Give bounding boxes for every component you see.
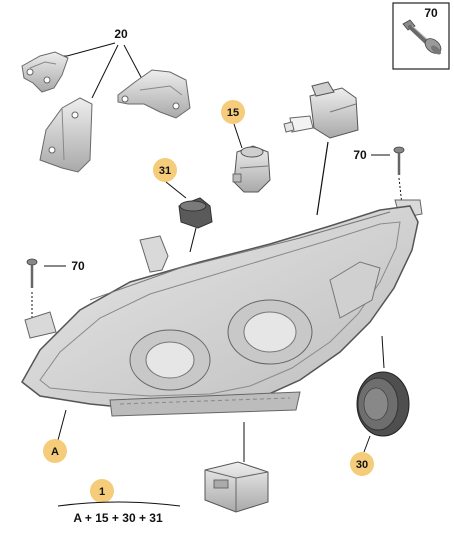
callout-bracket-pair: 20 xyxy=(114,27,128,41)
dash-70-right xyxy=(398,177,403,206)
callout-cap-small: 31 xyxy=(159,165,171,177)
bulb-icon xyxy=(283,81,359,139)
kit-formula: A + 15 + 30 + 31 xyxy=(73,511,163,525)
leader-lines-20 xyxy=(62,42,143,99)
kit-brace xyxy=(57,501,181,507)
callout-screw-left: 70 xyxy=(71,259,85,273)
callout-screw-box: 70 xyxy=(424,6,438,20)
bubble-A: A xyxy=(43,439,67,463)
leader-line-15 xyxy=(233,123,243,149)
screw-box: 70 xyxy=(392,2,450,70)
callout-bulb: 15 xyxy=(227,107,239,119)
bracket-icon xyxy=(117,69,191,119)
headlamp-icon xyxy=(21,199,423,417)
callout-cap-large: 30 xyxy=(356,459,368,471)
screw-icon xyxy=(402,19,442,55)
leader-line-bulb xyxy=(316,141,329,216)
callout-headlamp: A xyxy=(51,446,59,458)
cap-icon xyxy=(178,197,213,229)
bracket-icon xyxy=(21,51,69,93)
screw-icon xyxy=(393,146,405,175)
bubble-30: 30 xyxy=(350,452,374,476)
leader-line-A xyxy=(57,409,67,441)
bubble-31: 31 xyxy=(153,158,177,182)
callout-screw-upper-right: 70 xyxy=(353,148,367,162)
leader-line-30-top xyxy=(381,335,385,369)
ballast-icon xyxy=(204,461,269,513)
screw-icon xyxy=(26,258,38,288)
cap-icon xyxy=(356,371,410,437)
bubble-1: 1 xyxy=(90,479,114,503)
leader-line-31b xyxy=(189,227,197,253)
leader-line-30 xyxy=(363,435,371,453)
callout-kit: 1 xyxy=(99,486,105,498)
bracket-icon xyxy=(39,97,93,173)
leader-line-31 xyxy=(165,181,187,199)
ignitor-icon xyxy=(232,145,271,193)
bubble-15: 15 xyxy=(221,100,245,124)
